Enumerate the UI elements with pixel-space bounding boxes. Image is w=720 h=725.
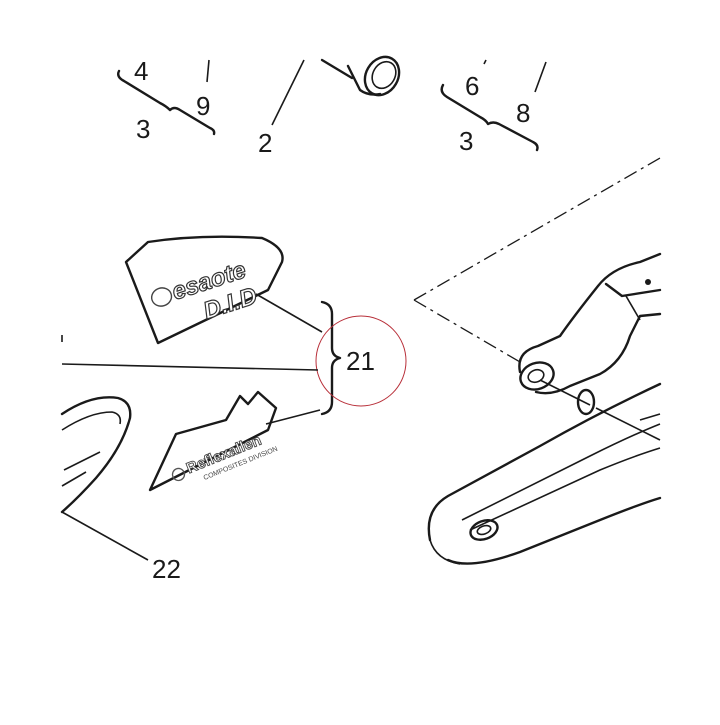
callout-2: 2 xyxy=(258,128,272,158)
housing-ridge xyxy=(461,423,661,521)
brace-left xyxy=(116,69,216,136)
part-22: 22 xyxy=(60,396,181,584)
callout-group-21: 21 xyxy=(61,300,407,416)
housing-front-hole xyxy=(469,519,499,541)
reflexallen-logo-icon xyxy=(171,467,186,482)
leader-2 xyxy=(271,59,305,126)
housing-edge-stub xyxy=(639,413,661,421)
brace-21 xyxy=(320,300,342,416)
tube-inner-ring xyxy=(371,60,397,90)
housing-nose xyxy=(429,539,461,565)
axis-line-lower xyxy=(413,299,521,363)
housing-bottom-edge xyxy=(446,496,662,565)
part-22-rib xyxy=(63,451,101,471)
callout-3-left: 3 xyxy=(136,114,150,144)
lever-lower-edge xyxy=(534,312,662,395)
callout-8: 8 xyxy=(516,98,530,128)
callout-4: 4 xyxy=(134,56,148,86)
leader-6-stub xyxy=(483,59,487,65)
tube-end-ring xyxy=(363,55,401,97)
leader-esaote-to-21 xyxy=(255,293,323,333)
lever-eye xyxy=(519,361,555,391)
callout-group-4-9-3: 4 9 3 xyxy=(116,56,216,144)
lever-eye-hole xyxy=(527,368,545,384)
housing-top-edge xyxy=(427,382,662,542)
callout-9: 9 xyxy=(196,91,210,121)
callout-6: 6 xyxy=(465,71,479,101)
housing-front-hole-inner xyxy=(476,524,492,536)
axis-pin-link xyxy=(539,379,591,406)
brace-right xyxy=(440,83,539,152)
right-assembly xyxy=(413,157,662,565)
leader-left-to-21 xyxy=(61,363,319,371)
lever-upper-edge xyxy=(518,252,662,374)
tube-edge-top xyxy=(320,58,354,80)
leader-8 xyxy=(534,61,547,93)
decal-esaote: esaote D.I.D xyxy=(124,235,323,345)
shell-logo-icon xyxy=(150,287,173,307)
callout-22: 22 xyxy=(152,554,181,584)
housing-boss xyxy=(576,388,596,416)
decal-reflexallen: Reflexallen COMPOSITES DIVISION xyxy=(148,390,321,492)
lever-pin xyxy=(645,279,651,285)
callout-3-right: 3 xyxy=(459,126,473,156)
axis-line-upper xyxy=(413,157,661,301)
callout-group-6-8-3: 6 8 3 xyxy=(440,59,547,156)
housing-axis xyxy=(595,407,661,441)
callout-group-2: 2 xyxy=(258,55,401,158)
lever-slot xyxy=(625,295,641,321)
part-22-inner-edge xyxy=(61,411,122,431)
highlight-circle xyxy=(315,315,407,407)
part-22-outline xyxy=(60,396,132,514)
lever-fold xyxy=(604,282,662,298)
housing-ridge-2 xyxy=(469,447,661,531)
leader-22 xyxy=(61,511,149,561)
part-22-rib-2 xyxy=(61,471,87,487)
callout-21: 21 xyxy=(346,346,375,376)
leader-reflexallen-to-21 xyxy=(265,409,321,425)
decal-esaote-outline xyxy=(124,235,284,345)
leader-9 xyxy=(206,59,210,83)
